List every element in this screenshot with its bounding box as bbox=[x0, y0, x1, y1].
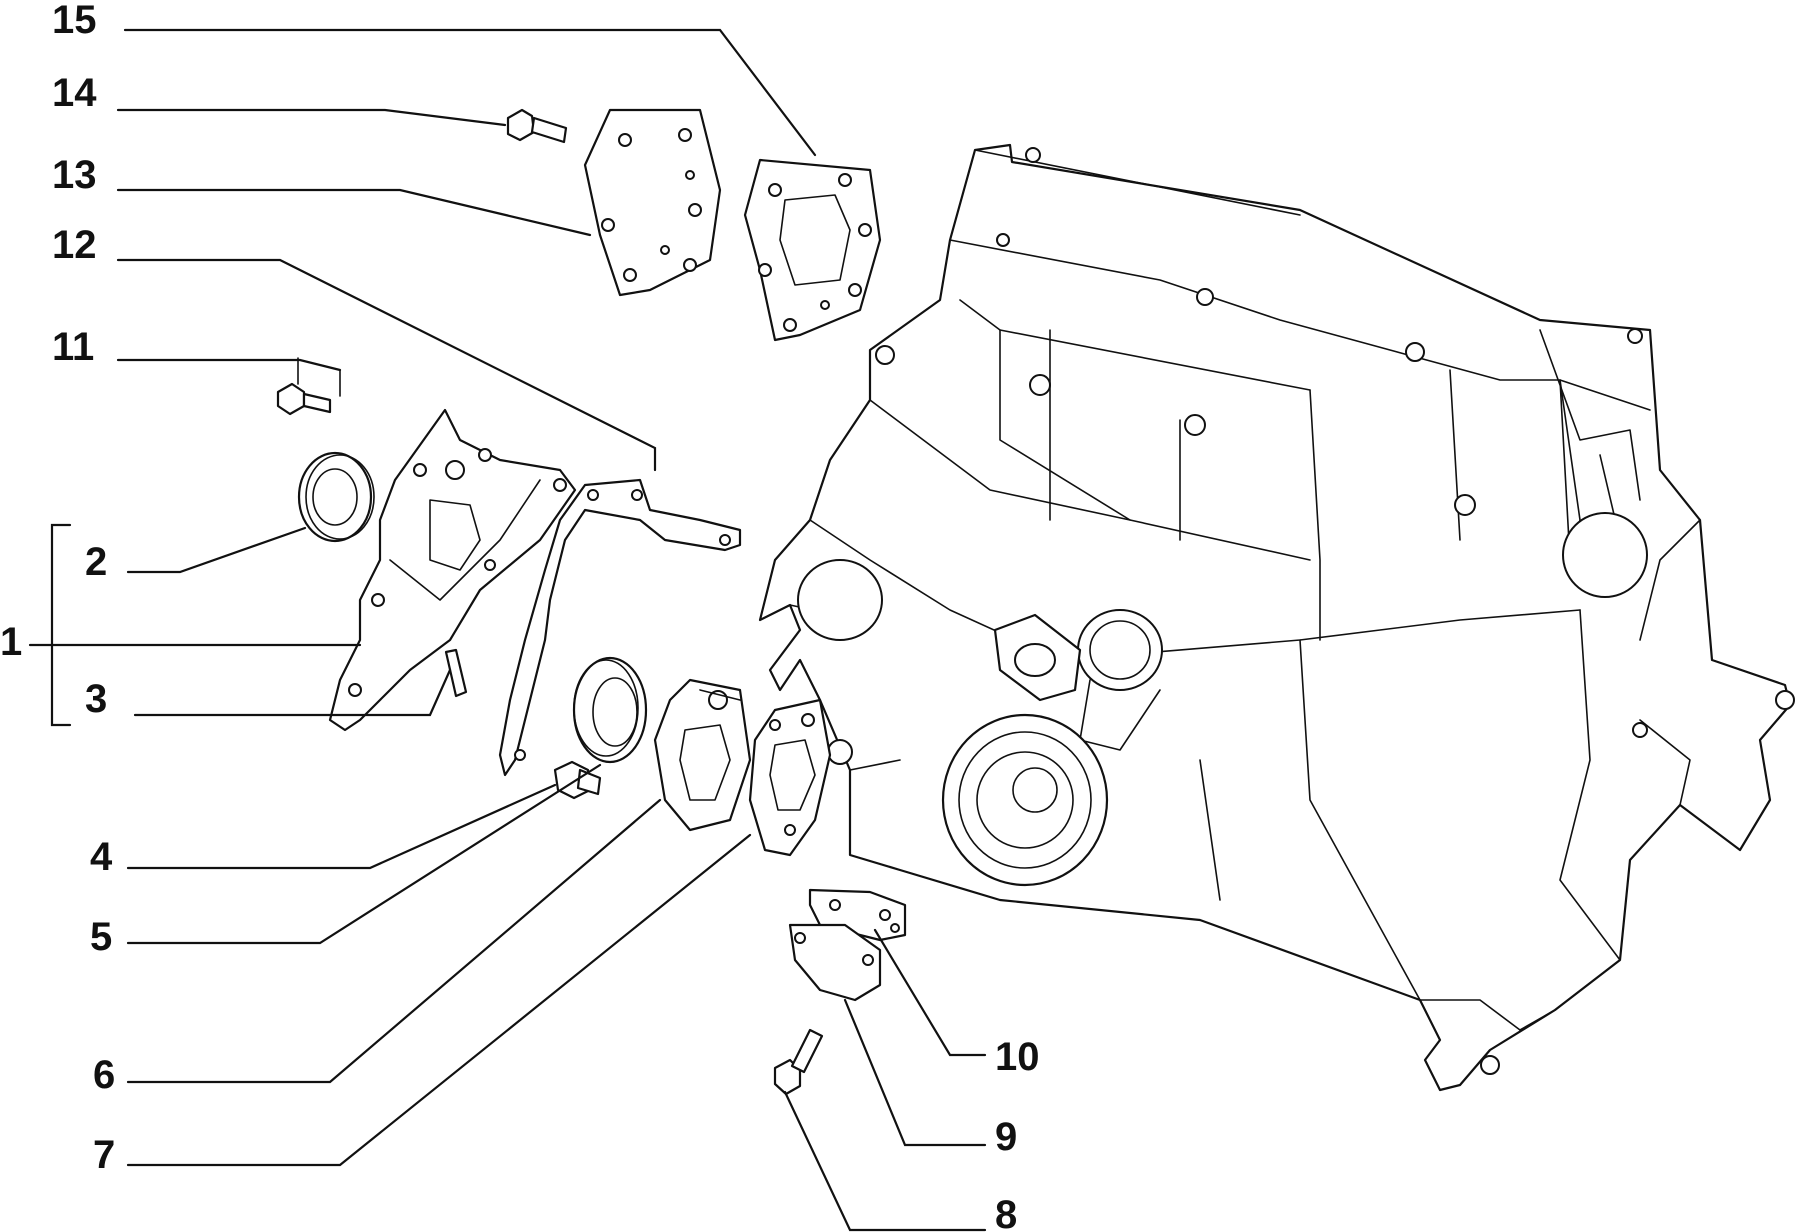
leader-13 bbox=[116, 188, 592, 237]
callout-15: 15 bbox=[52, 0, 97, 42]
callout-2: 2 bbox=[85, 540, 107, 584]
leader-5 bbox=[126, 763, 602, 945]
engine-block bbox=[758, 143, 1795, 1092]
part-15-gasket bbox=[743, 158, 882, 342]
callout-numbers: 15 14 13 12 11 2 1 3 4 5 6 7 10 9 8 bbox=[0, 0, 1040, 1232]
leader-6 bbox=[126, 798, 662, 1084]
callout-14: 14 bbox=[52, 71, 97, 115]
callout-8: 8 bbox=[995, 1193, 1017, 1232]
part-3-dowel bbox=[444, 648, 468, 698]
part-13-cover-plate bbox=[583, 108, 722, 297]
part-12-gasket bbox=[498, 478, 742, 777]
callout-3: 3 bbox=[85, 677, 107, 721]
leader-8 bbox=[783, 1090, 987, 1232]
leader-12 bbox=[116, 258, 657, 472]
leader-4 bbox=[126, 783, 557, 870]
leader-14 bbox=[116, 108, 507, 127]
part-6-oil-pump bbox=[653, 678, 752, 832]
callout-7: 7 bbox=[93, 1133, 115, 1177]
leader-10 bbox=[873, 928, 987, 1057]
leader-9 bbox=[843, 998, 987, 1147]
callout-4: 4 bbox=[90, 835, 113, 879]
leader-11 bbox=[116, 358, 342, 372]
leader-15 bbox=[123, 28, 817, 157]
part-5-oil-seal bbox=[572, 656, 648, 764]
callout-13: 13 bbox=[52, 153, 97, 197]
callout-12: 12 bbox=[52, 223, 97, 267]
part-2-oil-seal bbox=[297, 451, 375, 543]
callout-1: 1 bbox=[0, 620, 22, 664]
callout-11: 11 bbox=[52, 325, 94, 369]
part-11-bolts bbox=[276, 357, 341, 416]
part-8-bolt bbox=[773, 1028, 824, 1096]
callout-5: 5 bbox=[90, 915, 112, 959]
part-9-cover bbox=[788, 923, 882, 1002]
group-bracket bbox=[50, 523, 72, 727]
leader-2 bbox=[126, 526, 307, 574]
callout-6: 6 bbox=[93, 1053, 115, 1097]
callout-9: 9 bbox=[995, 1115, 1017, 1159]
part-1-front-cover bbox=[328, 408, 577, 732]
leader-lines bbox=[28, 28, 987, 1232]
part-7-gasket bbox=[748, 698, 832, 857]
callout-10: 10 bbox=[995, 1035, 1040, 1079]
part-14-bolt bbox=[506, 108, 568, 144]
leader-7 bbox=[126, 833, 752, 1167]
leader-3 bbox=[133, 668, 452, 717]
